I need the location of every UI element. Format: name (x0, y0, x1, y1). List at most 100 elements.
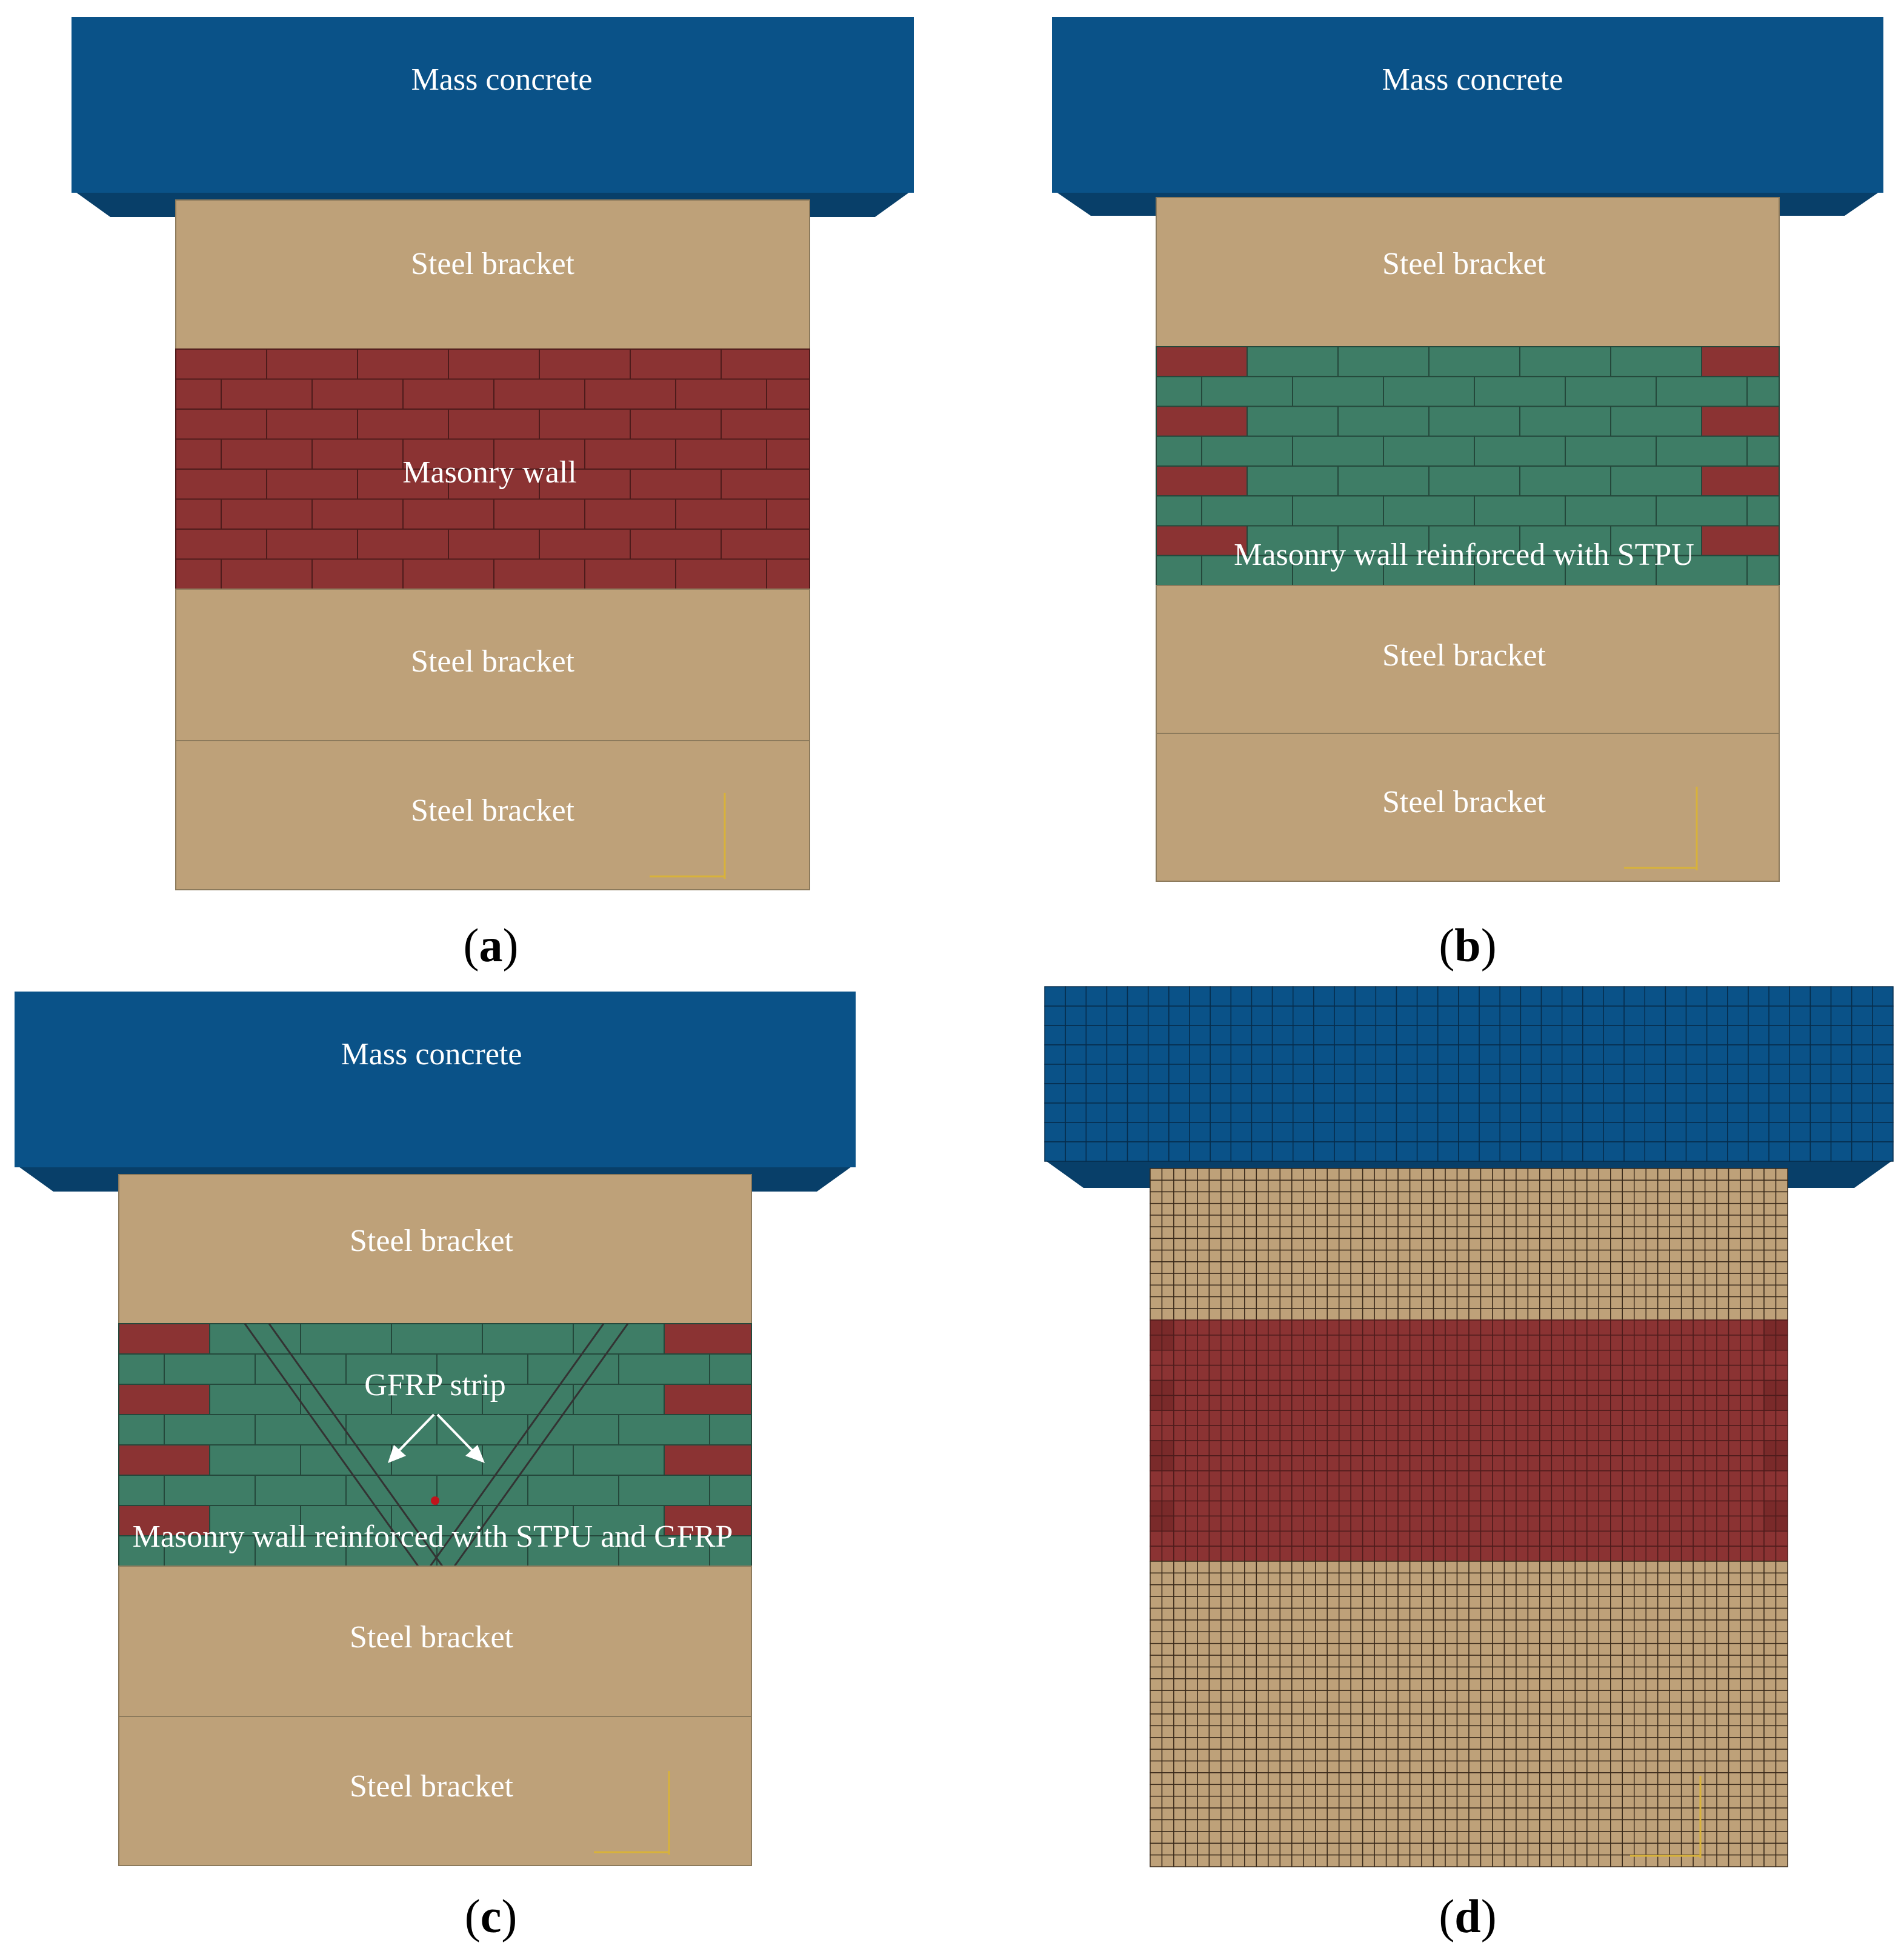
mesh-cell (1706, 986, 1728, 1007)
mesh-cell (1563, 1561, 1576, 1574)
brick (675, 558, 767, 590)
brick (1247, 525, 1339, 556)
brick (664, 1444, 752, 1476)
mesh-cell (1197, 1561, 1210, 1574)
mesh-cell (1350, 1296, 1363, 1309)
mesh-cell (1479, 1044, 1500, 1065)
mesh-cell (1314, 1215, 1328, 1227)
mesh-cell (1551, 1772, 1564, 1786)
mesh-cell (1516, 1760, 1529, 1773)
mesh-cell (1350, 1335, 1363, 1351)
mesh-cell (1716, 1470, 1729, 1487)
mesh-cell (1185, 1296, 1198, 1309)
mesh-cell (1220, 1179, 1234, 1193)
mesh-cell (1173, 1561, 1187, 1574)
mesh-cell (1586, 1238, 1600, 1251)
mesh-cell (1492, 1725, 1505, 1738)
mesh-cell (1748, 1122, 1769, 1142)
mesh-cell (1704, 1642, 1717, 1656)
mesh-cell (1789, 1005, 1811, 1026)
mesh-cell (1468, 1350, 1482, 1366)
mesh-cell (1279, 1261, 1293, 1274)
mesh-cell (1563, 1546, 1576, 1562)
mesh-cell (1706, 1083, 1728, 1104)
mesh-cell (1763, 1666, 1777, 1679)
mesh-cell (1396, 986, 1418, 1007)
mesh-cell (1740, 1749, 1753, 1762)
mesh-cell (1740, 1308, 1753, 1321)
mesh-cell (1693, 1284, 1706, 1298)
mesh-cell (1728, 1678, 1741, 1691)
brick (584, 438, 676, 470)
mesh-cell (1669, 1678, 1682, 1691)
mesh-cell (1468, 1561, 1482, 1574)
mesh-cell (1433, 1500, 1446, 1517)
mesh-cell (1208, 1319, 1222, 1336)
brick (1428, 346, 1520, 378)
mesh-cell (1362, 1561, 1375, 1574)
brick (1201, 435, 1293, 467)
panel-b: Mass concrete Steel bracket Masonry wall… (1052, 17, 1883, 972)
mesh-cell (1374, 1795, 1387, 1809)
mesh-cell (1669, 1238, 1682, 1251)
mesh-cell (1293, 1083, 1314, 1104)
mesh-cell (1326, 1500, 1340, 1517)
mesh-cell (1421, 1655, 1434, 1668)
mesh-cell (1314, 1410, 1328, 1426)
mesh-cell (1456, 1350, 1470, 1366)
mesh-cell (1768, 1005, 1791, 1026)
mesh-cell (1468, 1678, 1482, 1691)
mesh-cell (1279, 1191, 1293, 1204)
mesh-cell (1338, 1395, 1351, 1411)
mesh-cell (1314, 1819, 1328, 1832)
mesh-cell (1598, 1515, 1611, 1532)
mesh-cell (1268, 1226, 1281, 1239)
mesh-cell (1189, 1122, 1211, 1142)
mesh-cell (1582, 1122, 1604, 1142)
mesh-cell (1268, 1749, 1281, 1762)
mesh-cell (1516, 1546, 1529, 1562)
mesh-cell (1680, 1515, 1694, 1532)
mesh-cell (1385, 1760, 1399, 1773)
mesh-cell (1350, 1364, 1363, 1381)
mesh-cell (1657, 1819, 1670, 1832)
mesh-cell (1716, 1379, 1729, 1396)
mesh-cell (1539, 1807, 1553, 1821)
mesh-cell (1527, 1842, 1540, 1856)
mesh-cell (1669, 1572, 1682, 1586)
mesh-cell (1551, 1215, 1564, 1227)
mesh-cell (1645, 1854, 1659, 1867)
mesh-cell (1279, 1655, 1293, 1668)
mesh-cell (1644, 1141, 1666, 1162)
mesh-cell (1728, 1238, 1741, 1251)
mesh-cell (1338, 1364, 1351, 1381)
mesh-cell (1173, 1642, 1187, 1656)
mesh-cell (1503, 1690, 1517, 1703)
mesh-cell (1385, 1179, 1399, 1193)
mesh-cell (1445, 1410, 1458, 1426)
mesh-cell (1244, 1842, 1257, 1856)
mesh-cell (1740, 1515, 1753, 1532)
mesh-cell (1232, 1749, 1245, 1762)
mesh-cell (1598, 1335, 1611, 1351)
mesh-cell (1503, 1261, 1517, 1274)
mesh-cell (1314, 1191, 1328, 1204)
mesh-cell (1350, 1819, 1363, 1832)
mesh-cell (1740, 1701, 1753, 1715)
mesh-cell (1480, 1425, 1493, 1441)
mesh-cell (1291, 1364, 1305, 1381)
mesh-cell (1704, 1584, 1717, 1597)
mesh-cell (1445, 1749, 1458, 1762)
mesh-cell (1244, 1749, 1257, 1762)
mesh-cell (1539, 1308, 1553, 1321)
mesh-cell (1633, 1440, 1646, 1456)
mesh-cell (1830, 1044, 1852, 1065)
mesh-cell (1161, 1854, 1174, 1867)
mesh-cell (1085, 1141, 1108, 1162)
mesh-cell (1851, 1083, 1873, 1104)
mesh-cell (1657, 1642, 1670, 1656)
mesh-cell (1657, 1725, 1670, 1738)
mesh-cell (1421, 1737, 1434, 1750)
mesh-cell (1740, 1854, 1753, 1867)
mesh-cell (1468, 1725, 1482, 1738)
